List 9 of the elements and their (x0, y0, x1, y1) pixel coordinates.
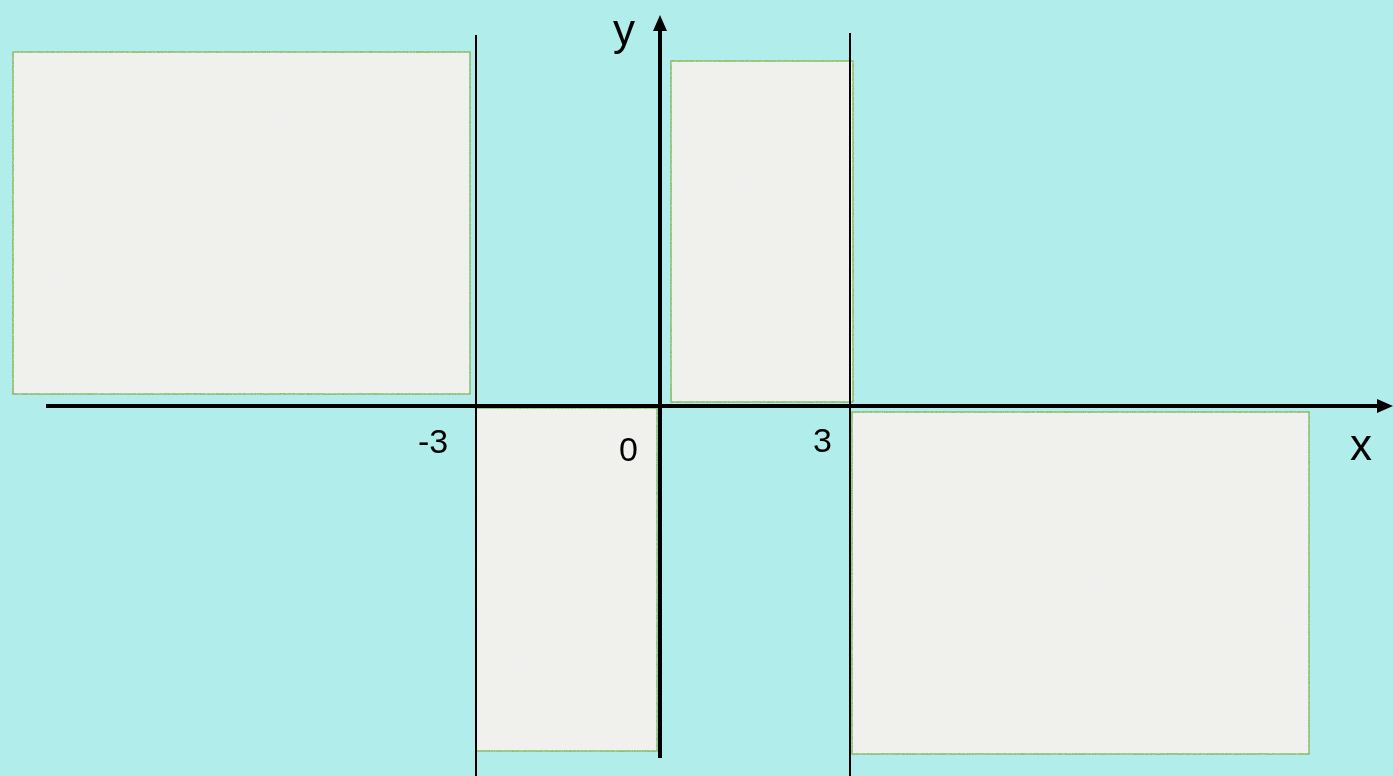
axis-label: x (1350, 423, 1372, 467)
shaded-region (12, 51, 471, 395)
axis-label: y (613, 8, 635, 52)
tick-label: -3 (418, 424, 449, 458)
tick-label: 0 (619, 432, 638, 466)
shaded-region (670, 60, 854, 403)
shaded-region (475, 407, 658, 752)
shaded-region (851, 411, 1310, 755)
tick-label: 3 (813, 423, 832, 457)
